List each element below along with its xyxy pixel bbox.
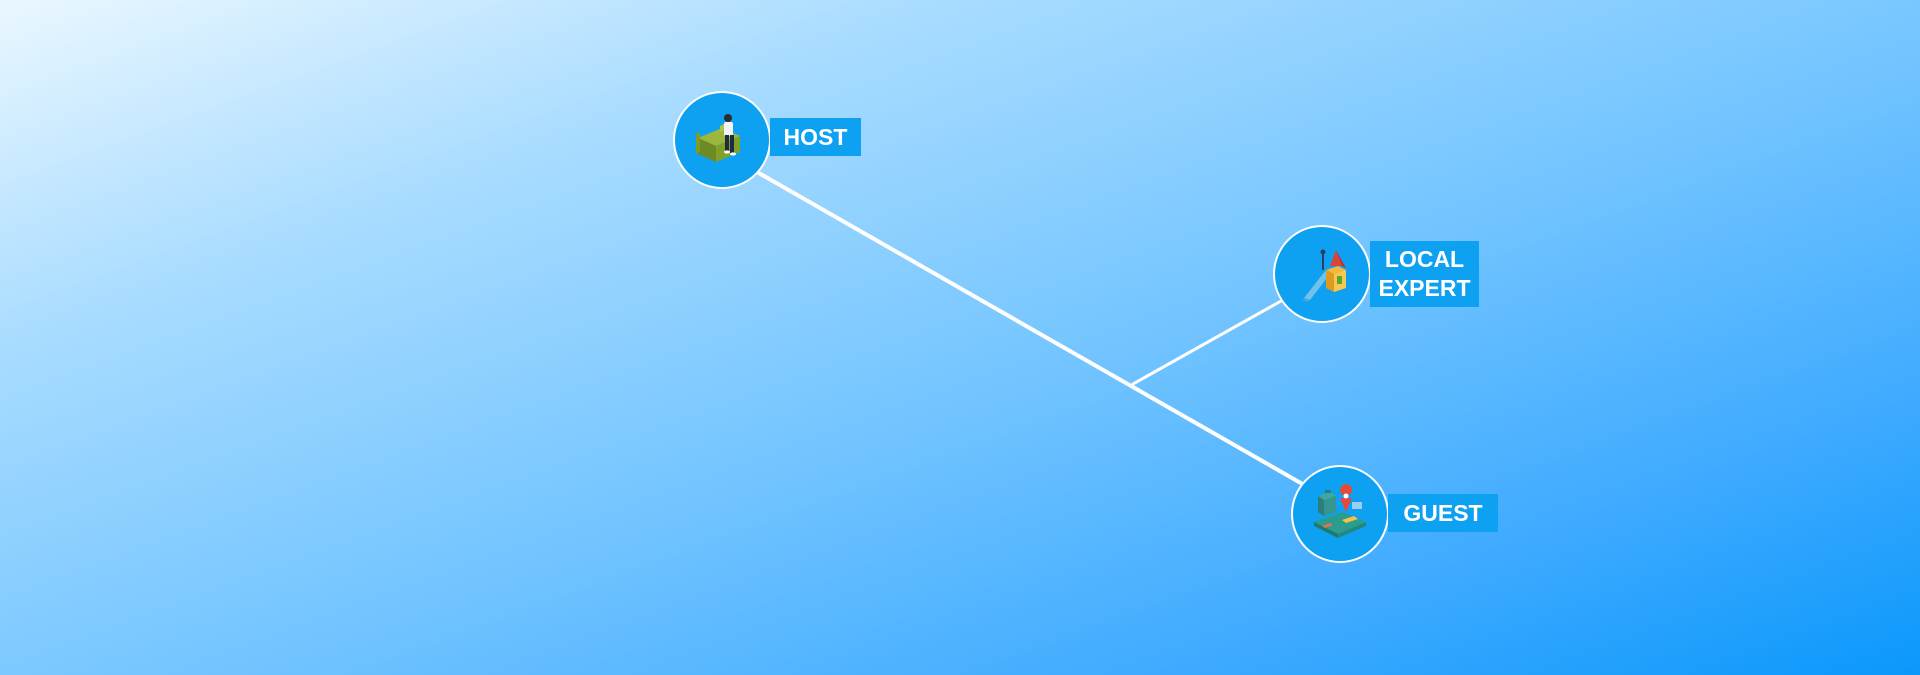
local-expert-node[interactable]	[1273, 225, 1371, 323]
link-expert-junction	[1131, 299, 1283, 386]
person-on-sofa-icon	[696, 114, 740, 162]
local-expert-label: LOCAL EXPERT	[1370, 241, 1479, 307]
host-node[interactable]	[673, 91, 771, 189]
guest-node[interactable]	[1291, 465, 1389, 563]
playground-slide-icon	[1302, 249, 1346, 302]
travel-luggage-map-icon	[1314, 484, 1366, 538]
host-label: HOST	[770, 118, 861, 156]
guest-label: GUEST	[1388, 494, 1498, 532]
link-host-guest	[755, 170, 1308, 488]
